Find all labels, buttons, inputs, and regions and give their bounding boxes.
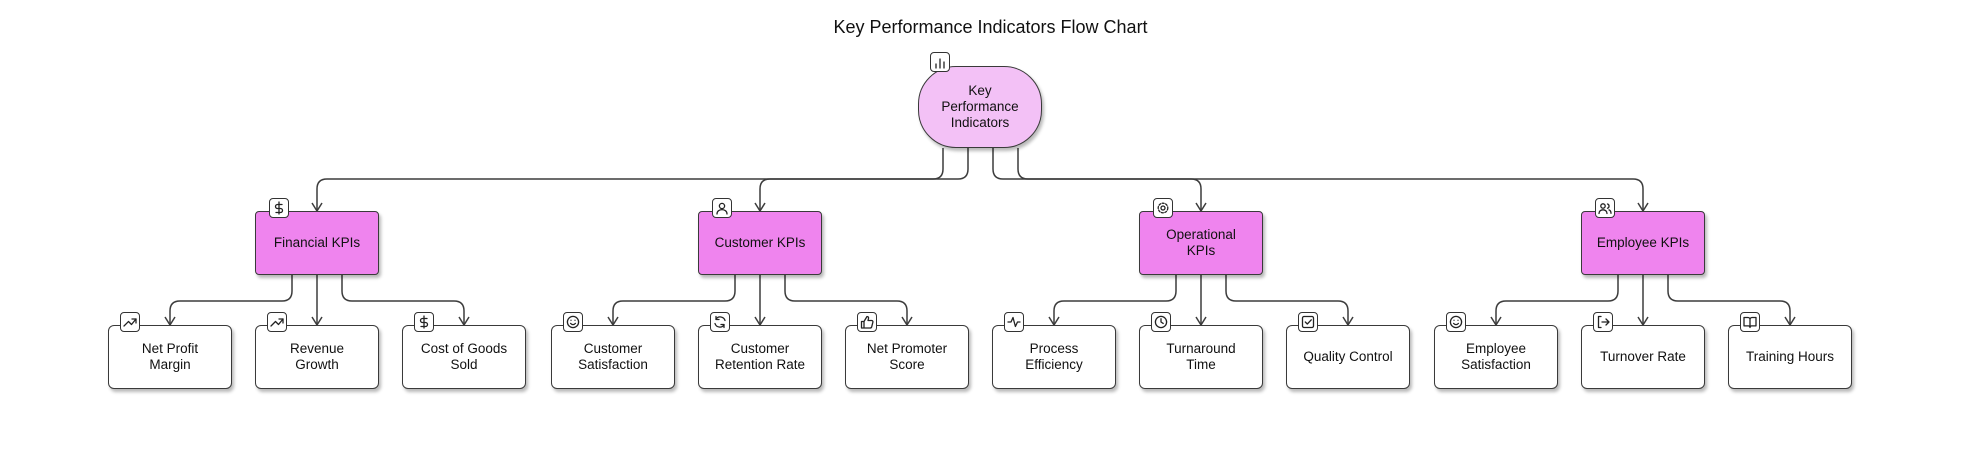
clock-icon (1151, 312, 1171, 332)
kpi-node-turnover-rate: Turnover Rate (1581, 325, 1705, 389)
category-node-customer-kpis: Customer KPIs (698, 211, 822, 275)
refresh-icon (710, 312, 730, 332)
kpi-node-cost-of-goods-sold: Cost of Goods Sold (402, 325, 526, 389)
bar-chart-icon (930, 52, 950, 72)
chart-title: Key Performance Indicators Flow Chart (833, 17, 1148, 37)
category-node-financial-kpis: Financial KPIs (255, 211, 379, 275)
kpi-node-process-efficiency: Process Efficiency (992, 325, 1116, 389)
edge-root-to-financial-kpis (316, 148, 944, 211)
kpi-node-turnaround-time: Turnaround Time (1139, 325, 1263, 389)
smile-icon (563, 312, 583, 332)
edge-root-to-customer-kpis (759, 148, 969, 211)
category-node-operational-kpis: Operational KPIs (1139, 211, 1263, 275)
thumbs-up-icon (857, 312, 877, 332)
trending-up-icon (120, 312, 140, 332)
gear-icon (1153, 198, 1173, 218)
edge-customer-kpis-to-customer-satisfaction (612, 275, 736, 325)
edge-operational-kpis-to-quality-control (1225, 275, 1349, 325)
edge-customer-kpis-to-net-promoter-score (784, 275, 908, 325)
kpi-node-customer-satisfaction: Customer Satisfaction (551, 325, 675, 389)
trending-up-icon (267, 312, 287, 332)
user-icon (712, 198, 732, 218)
edge-financial-kpis-to-cost-of-goods-sold (341, 275, 465, 325)
kpi-node-customer-retention-rate: Customer Retention Rate (698, 325, 822, 389)
edge-financial-kpis-to-net-profit-margin (169, 275, 293, 325)
kpi-node-net-profit-margin: Net Profit Margin (108, 325, 232, 389)
dollar-icon (414, 312, 434, 332)
edge-employee-kpis-to-training-hours (1667, 275, 1791, 325)
log-out-icon (1593, 312, 1613, 332)
users-icon (1595, 198, 1615, 218)
book-icon (1740, 312, 1760, 332)
edge-root-to-employee-kpis (1017, 148, 1644, 211)
edge-operational-kpis-to-process-efficiency (1053, 275, 1177, 325)
smile-icon (1446, 312, 1466, 332)
root-node-key-performance-indicators: Key Performance Indicators (918, 66, 1042, 148)
kpi-node-revenue-growth: Revenue Growth (255, 325, 379, 389)
check-square-icon (1298, 312, 1318, 332)
edge-employee-kpis-to-employee-satisfaction (1495, 275, 1619, 325)
kpi-node-employee-satisfaction: Employee Satisfaction (1434, 325, 1558, 389)
kpi-node-training-hours: Training Hours (1728, 325, 1852, 389)
category-node-employee-kpis: Employee KPIs (1581, 211, 1705, 275)
kpi-node-quality-control: Quality Control (1286, 325, 1410, 389)
kpi-node-net-promoter-score: Net Promoter Score (845, 325, 969, 389)
dollar-icon (269, 198, 289, 218)
activity-icon (1004, 312, 1024, 332)
